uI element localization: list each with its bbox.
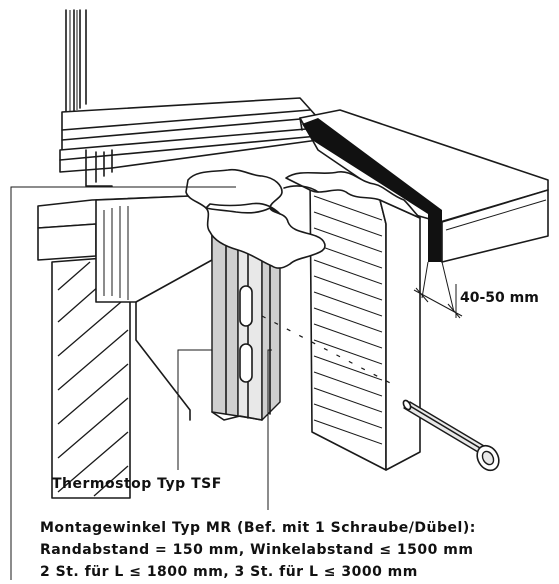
montage-label-line1: Montagewinkel Typ MR (Bef. mit 1 Schraub…: [40, 520, 476, 536]
dimension-indicator: 40-50 mm: [413, 261, 539, 319]
thermostop-label: Thermostop Typ TSF: [52, 476, 222, 492]
wall-block: [37, 195, 213, 499]
montage-label-line2: Randabstand = 150 mm, Winkelabstand ≤ 15…: [40, 542, 473, 558]
bracket-slot-upper: [239, 285, 253, 327]
thermostop-cap: [185, 168, 326, 269]
dimension-label: 40-50 mm: [460, 290, 539, 306]
mounting-bracket: [211, 221, 281, 421]
window-sill: [299, 109, 549, 263]
window-frame: [59, 9, 319, 187]
insulation-board: [285, 171, 421, 471]
leader-lines: [10, 186, 272, 580]
bracket-slot-lower: [239, 343, 253, 383]
screw-dowel: [402, 399, 500, 472]
montage-label-line3: 2 St. für L ≤ 1800 mm, 3 St. für L ≤ 300…: [40, 564, 418, 580]
